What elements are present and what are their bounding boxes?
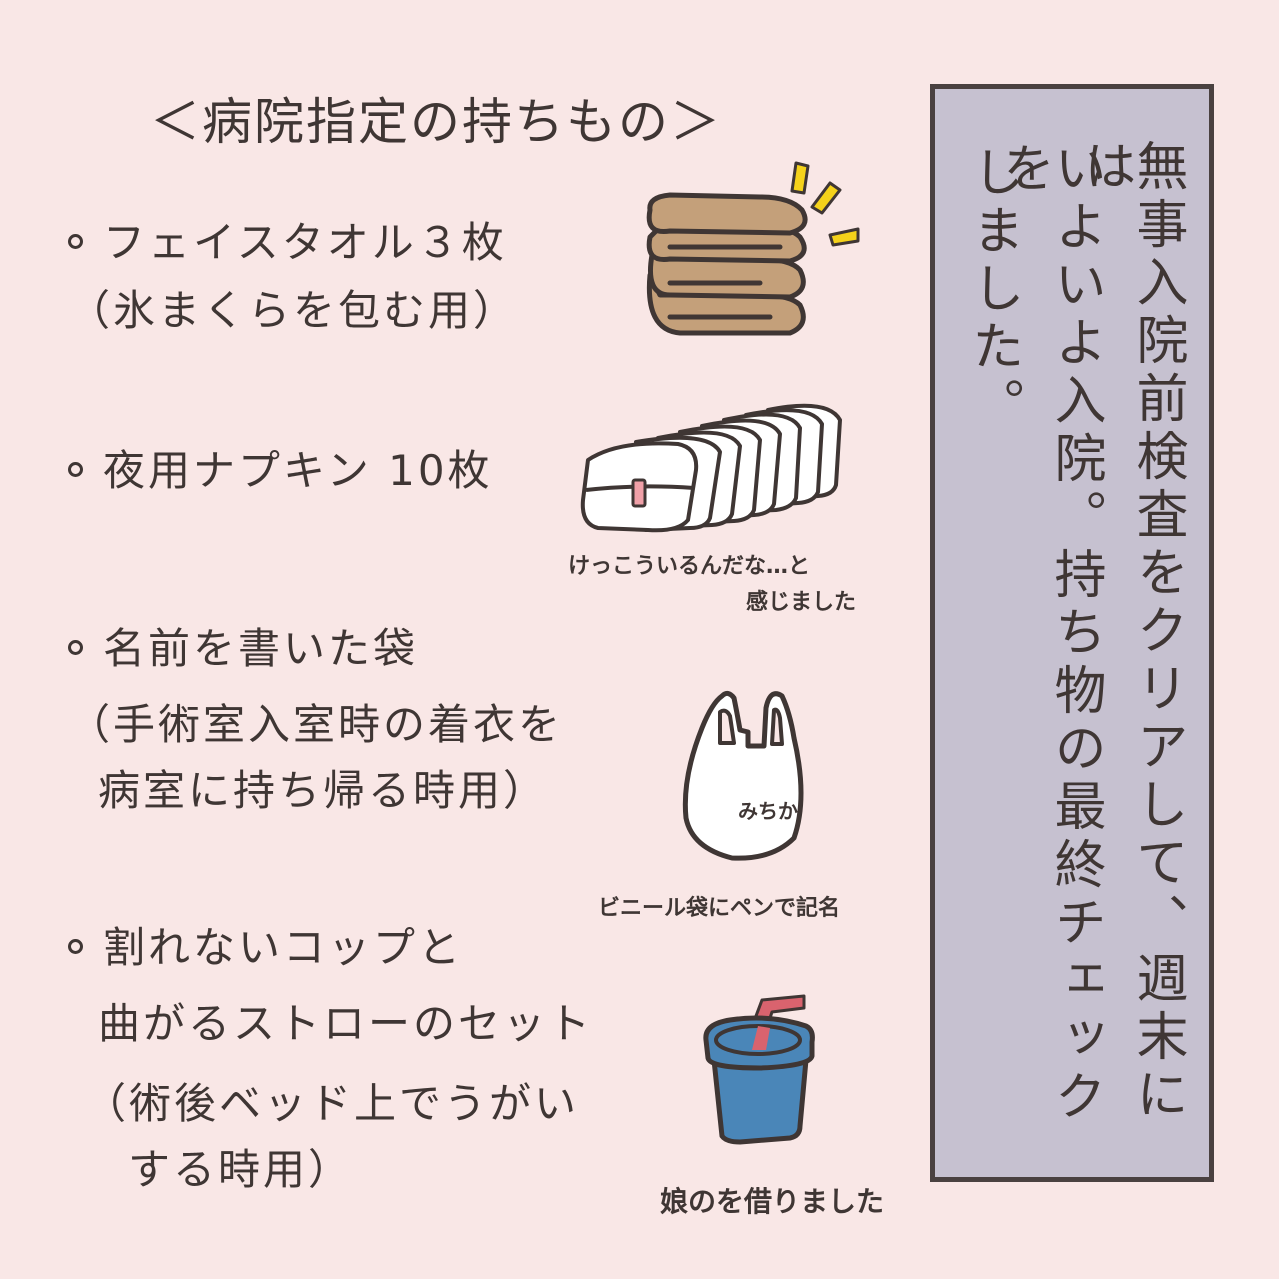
narrative-column-1: 無事入院前検査をクリアして、週末には (1075, 139, 1187, 1125)
item-night-pads: 夜用ナプキン 10枚 (68, 438, 493, 504)
bullet-icon (68, 234, 83, 249)
plastic-bag-icon (682, 690, 804, 861)
item-label: 夜用ナプキン 10枚 (103, 446, 493, 495)
bag-caption: ビニール袋にペンで記名 (598, 896, 841, 921)
caption-line: 感じました (746, 590, 857, 615)
item-named-bag: 名前を書いた袋 （手術室入室時の着衣を 病室に持ち帰る時用） (68, 616, 563, 824)
item-note: （氷まくらを包む用） (68, 286, 519, 335)
narrative-column-3: しました。 (963, 145, 1023, 435)
item-note: 病室に持ち帰る時用） (98, 766, 549, 815)
item-label: 曲がるストローのセット (98, 999, 594, 1048)
item-face-towels: フェイスタオル３枚 （氷まくらを包む用） (68, 210, 518, 344)
bullet-icon (68, 640, 83, 655)
pads-caption: けっこういるんだな…と 感じました (568, 548, 856, 616)
item-note: （術後ベッド上でうがい (84, 1079, 580, 1128)
cup-straw-icon (703, 994, 815, 1145)
item-label: フェイスタオル３枚 (103, 218, 507, 267)
caption-line: けっこういるんだな…と (568, 554, 811, 579)
item-label: 割れないコップと (103, 923, 464, 972)
item-note: （手術室入室時の着衣を (68, 700, 564, 749)
item-label: 名前を書いた袋 (103, 624, 419, 673)
item-note: する時用） (128, 1145, 354, 1194)
bag-name-label: みちか (738, 799, 798, 823)
towel-stack-icon (646, 161, 860, 336)
item-cup-straw: 割れないコップと 曲がるストローのセット （術後ベッド上でうがい する時用） (68, 915, 593, 1203)
page-title: ＜病院指定の持ちもの＞ (150, 93, 722, 151)
narrative-column-2: いよいよ入院。持ち物の最終チェックを (993, 141, 1105, 1127)
bullet-icon (68, 939, 83, 954)
pads-icon (580, 403, 842, 533)
bullet-icon (68, 462, 83, 477)
cup-caption: 娘のを借りました (660, 1185, 885, 1218)
narrative-panel: 無事入院前検査をクリアして、週末には いよいよ入院。持ち物の最終チェックを しま… (930, 84, 1214, 1182)
